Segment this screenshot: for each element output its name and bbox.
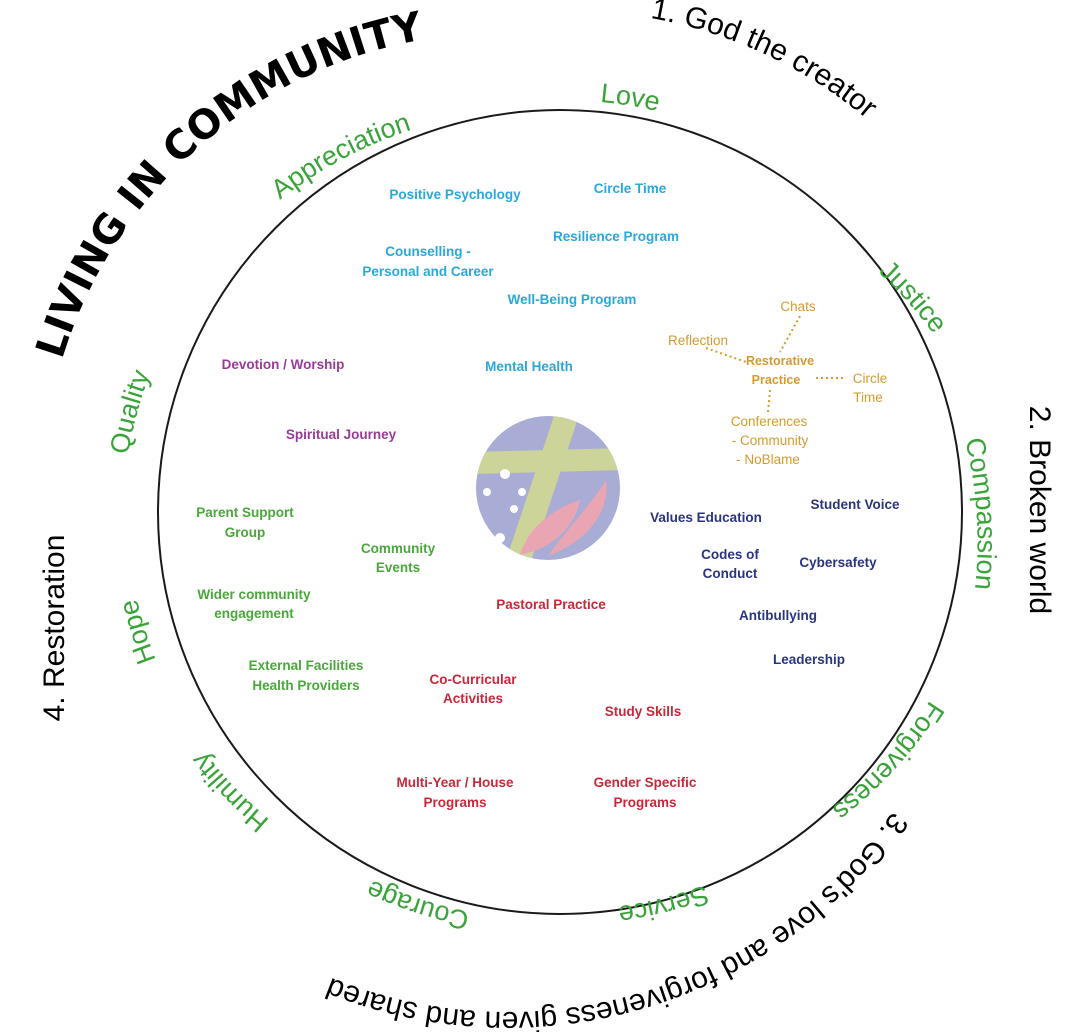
restorative-circle-line-1: Circle: [853, 371, 888, 386]
node-student-voice: Student Voice: [810, 497, 900, 512]
node-parent-support-line-2: Group: [225, 525, 266, 540]
node-spiritual-journey: Spiritual Journey: [286, 427, 397, 442]
node-devotion-worship: Devotion / Worship: [222, 357, 345, 372]
outer-label-god-the-creator: 1. God the creator: [649, 0, 884, 125]
node-parent-support-line-1: Parent Support: [196, 505, 294, 520]
node-gender-specific-line-2: Programs: [613, 795, 676, 810]
restorative-hub-line-1: Restorative: [746, 354, 814, 368]
node-leadership: Leadership: [773, 652, 845, 667]
value-courage: Courage: [362, 874, 471, 935]
value-forgiveness: Forgiveness: [828, 697, 951, 827]
value-service: Service: [617, 879, 713, 930]
restorative-reflection: Reflection: [668, 333, 728, 348]
restorative-conferences-line-2: - Community: [732, 433, 809, 448]
value-justice: Justice: [874, 254, 953, 338]
node-external-facilities-line-1: External Facilities: [249, 658, 364, 673]
node-wellbeing-program: Well-Being Program: [508, 292, 637, 307]
restorative-conferences-line-1: Conferences: [731, 414, 808, 429]
value-humility: Humility: [185, 747, 274, 839]
node-cybersafety: Cybersafety: [799, 555, 877, 570]
value-quality: Quality: [104, 365, 155, 456]
node-counselling-line-1: Counselling -: [385, 244, 471, 259]
node-wider-community-line-2: engagement: [214, 606, 294, 621]
node-resilience-program: Resilience Program: [553, 229, 679, 244]
node-co-curricular-line-2: Activities: [443, 691, 503, 706]
node-multi-year-line-1: Multi-Year / House: [396, 775, 514, 790]
emblem-cross-icon: [476, 416, 620, 560]
connector-conferences: [767, 389, 771, 413]
connector-reflection: [705, 347, 747, 363]
node-values-education: Values Education: [650, 510, 762, 525]
node-community-events-line-1: Community: [361, 541, 436, 556]
node-external-facilities-line-2: Health Providers: [252, 678, 359, 693]
node-counselling-line-2: Personal and Career: [362, 264, 494, 279]
emblem-flame-icon: [520, 480, 607, 556]
restorative-hub-line-2: Practice: [752, 373, 801, 387]
outer-label-broken-world: 2. Broken world: [1023, 406, 1056, 614]
node-pastoral-practice: Pastoral Practice: [496, 597, 606, 612]
emblem: [476, 416, 620, 560]
outer-label-restoration: 4. Restoration: [38, 535, 71, 722]
node-positive-psychology: Positive Psychology: [389, 187, 521, 202]
node-multi-year-line-2: Programs: [423, 795, 486, 810]
node-mental-health: Mental Health: [485, 359, 573, 374]
node-codes-of-conduct-line-2: Conduct: [703, 566, 758, 581]
node-wider-community-line-1: Wider community: [197, 587, 311, 602]
restorative-practice-cluster: Restorative Practice Chats Reflection Ci…: [668, 299, 887, 467]
node-codes-of-conduct-line-1: Codes of: [701, 547, 759, 562]
connector-chats: [779, 315, 801, 353]
node-community-events-line-2: Events: [376, 560, 420, 575]
node-co-curricular-line-1: Co-Curricular: [429, 672, 517, 687]
value-compassion: Compassion: [959, 435, 1001, 592]
emblem-dots: [483, 469, 526, 543]
restorative-circle-line-2: Time: [853, 390, 883, 405]
value-love: Love: [599, 78, 662, 117]
node-gender-specific-line-1: Gender Specific: [594, 775, 697, 790]
restorative-conferences-line-3: - NoBlame: [736, 452, 800, 467]
node-circle-time: Circle Time: [594, 181, 667, 196]
value-hope: Hope: [113, 597, 161, 668]
diagram-title: LIVING IN COMMUNITY: [28, 4, 427, 364]
node-study-skills: Study Skills: [605, 704, 682, 719]
node-antibullying: Antibullying: [739, 608, 817, 623]
community-circle: [157, 109, 963, 915]
restorative-chats: Chats: [780, 299, 816, 314]
